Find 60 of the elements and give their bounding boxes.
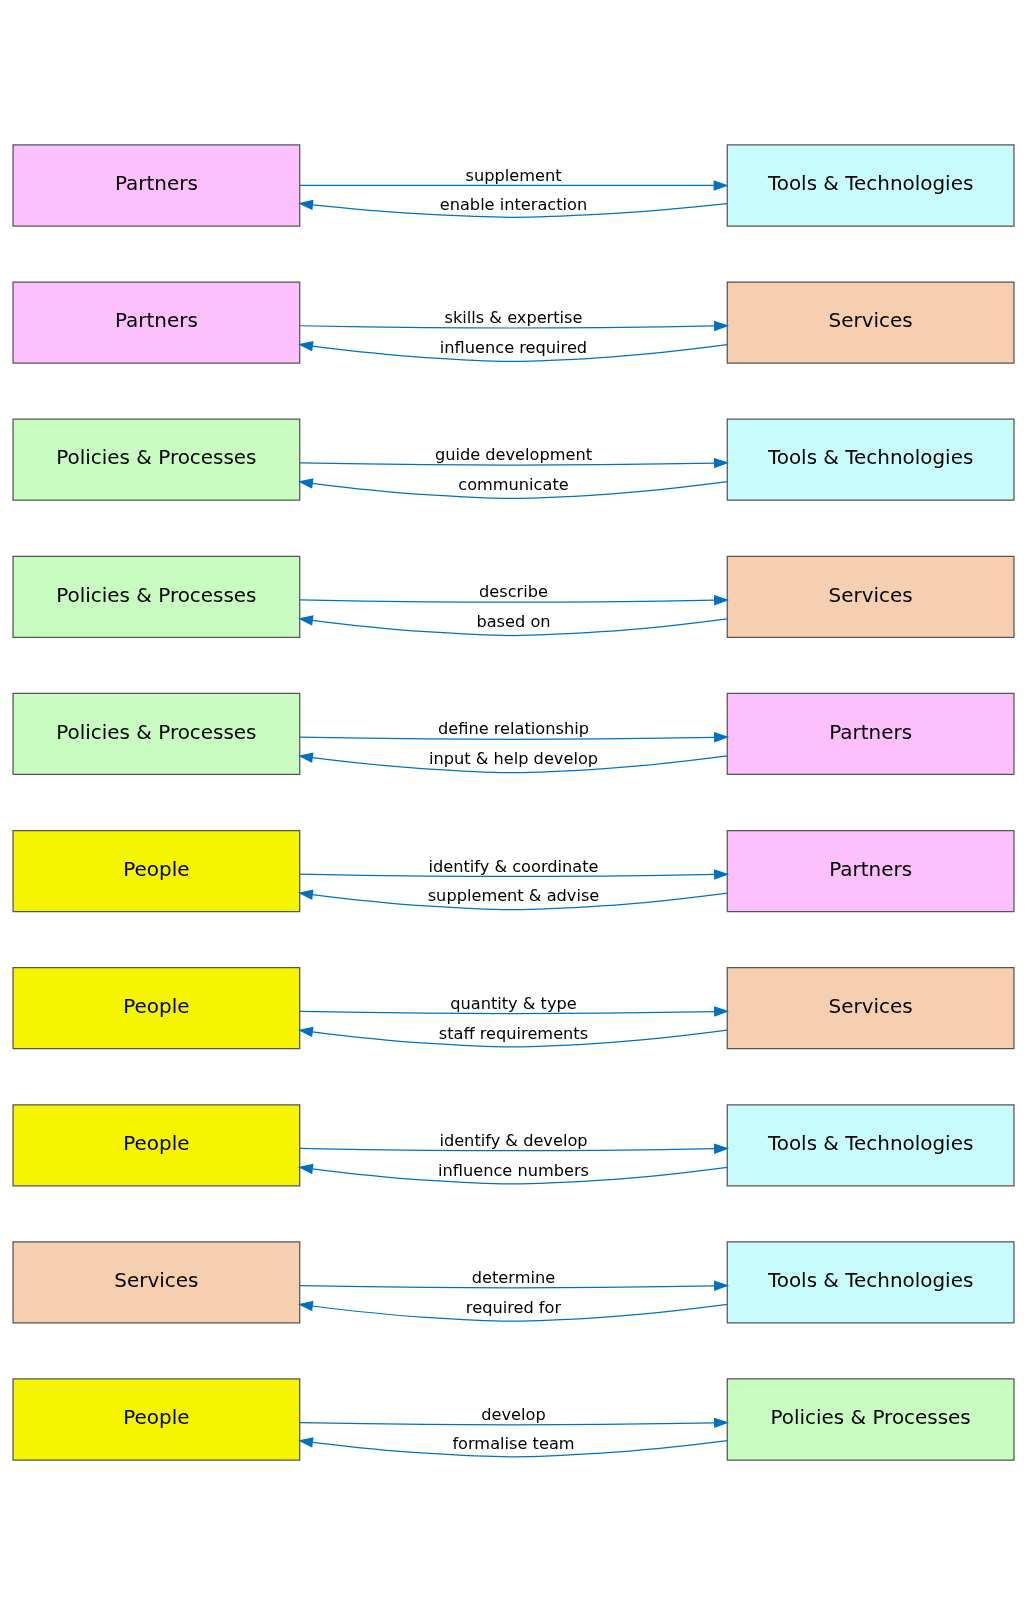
node-box: Tools & Technologies — [726, 418, 1015, 501]
node-box: Tools & Technologies — [726, 143, 1015, 227]
arrow — [299, 594, 730, 605]
node-box: Services — [726, 555, 1015, 638]
arrow — [297, 614, 728, 636]
node-box: Partners — [726, 692, 1015, 775]
node-box: Partners — [726, 829, 1015, 912]
node-box: People — [12, 966, 301, 1049]
edge-label: influence required — [439, 337, 588, 357]
edge-label: identify & coordinate — [428, 856, 599, 876]
arrow — [299, 868, 730, 880]
edge-label: required for — [465, 1297, 562, 1317]
edge-label: quantity & type — [450, 993, 577, 1013]
edge-label: supplement & advise — [427, 885, 600, 905]
node-box: Tools & Technologies — [726, 1240, 1015, 1324]
edge-label: identify & develop — [439, 1130, 588, 1150]
node-box: Services — [726, 280, 1015, 364]
edge-label: communicate — [458, 474, 569, 494]
edge-label: input & help develop — [428, 748, 599, 768]
node-box: Services — [726, 966, 1015, 1049]
arrow — [299, 1417, 730, 1428]
arrow — [299, 1005, 730, 1017]
edge-label: formalise team — [452, 1433, 575, 1453]
node-box: Policies & Processes — [12, 418, 301, 501]
edge-label: guide development — [434, 444, 593, 464]
node-box: Partners — [12, 143, 301, 227]
arrow — [297, 340, 728, 362]
arrow — [297, 1026, 728, 1047]
node-box: People — [12, 1103, 301, 1186]
edge-label: supplement — [465, 165, 562, 185]
arrow — [297, 751, 728, 773]
arrow — [299, 1280, 730, 1291]
arrow — [299, 457, 730, 468]
arrow — [298, 199, 728, 218]
edge-label: influence numbers — [437, 1160, 590, 1180]
arrow — [297, 1163, 728, 1185]
node-box: Policies & Processes — [726, 1377, 1015, 1461]
arrow — [297, 889, 728, 910]
arrow — [297, 477, 728, 499]
arrow — [299, 731, 730, 743]
edge-label: skills & expertise — [444, 307, 583, 327]
node-box: Partners — [12, 280, 301, 364]
node-box: People — [12, 1377, 301, 1461]
node-box: Services — [12, 1240, 301, 1324]
edge-label: define relationship — [438, 718, 589, 738]
arrow — [299, 320, 730, 331]
node-box: Tools & Technologies — [726, 1103, 1015, 1186]
edge-label: develop — [481, 1404, 546, 1424]
arrow — [297, 1300, 728, 1322]
edge-label: describe — [479, 581, 548, 601]
node-box: People — [12, 829, 301, 912]
edge-label: enable interaction — [439, 194, 588, 214]
node-box: Policies & Processes — [12, 692, 301, 775]
arrow — [299, 1142, 730, 1154]
arrow — [298, 1436, 728, 1457]
arrow — [299, 179, 729, 191]
node-box: Policies & Processes — [12, 555, 301, 638]
edge-label: staff requirements — [438, 1023, 589, 1043]
edge-label: based on — [476, 611, 551, 631]
edge-label: determine — [471, 1267, 556, 1287]
